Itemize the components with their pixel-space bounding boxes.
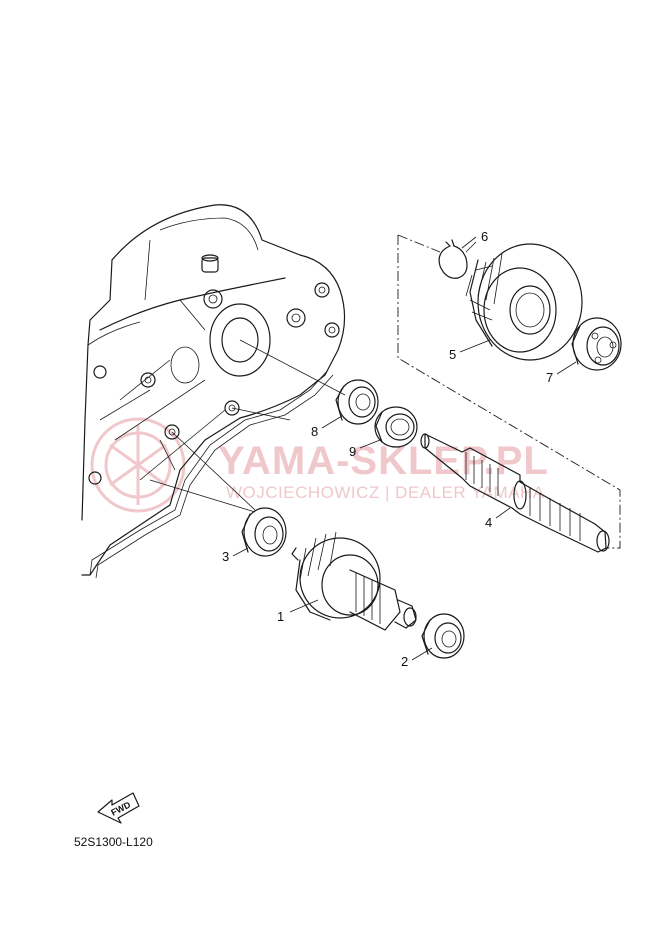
watermark-subtitle: WOJCIECHOWICZ | DEALER YAMAHA bbox=[226, 483, 545, 502]
gasket bbox=[89, 369, 334, 579]
callout-3: 3 bbox=[222, 549, 229, 564]
callout-8: 8 bbox=[311, 424, 318, 439]
callout-4: 4 bbox=[485, 515, 492, 530]
callout-7: 7 bbox=[546, 370, 553, 385]
callout-2: 2 bbox=[401, 654, 408, 669]
diagram-code: 52S1300-L120 bbox=[74, 835, 153, 849]
drive-axle-part bbox=[420, 433, 610, 553]
callout-1: 1 bbox=[277, 609, 284, 624]
callout-leaders bbox=[232, 236, 577, 661]
callout-5: 5 bbox=[449, 347, 456, 362]
callout-9: 9 bbox=[349, 444, 356, 459]
fwd-arrow-icon: FWD bbox=[97, 792, 140, 824]
bearing-2-part bbox=[421, 613, 465, 659]
bearing-7-part bbox=[571, 317, 622, 371]
watermark: YAMA-SKLEP.PL WOJCIECHOWICZ | DEALER YAM… bbox=[90, 417, 549, 513]
bearing-3-part bbox=[241, 507, 287, 557]
watermark-logo-icon bbox=[90, 417, 186, 513]
callout-6: 6 bbox=[481, 229, 488, 244]
leader-lines bbox=[149, 234, 621, 549]
circlip-part bbox=[438, 239, 477, 279]
oil-seal-9-part bbox=[374, 406, 418, 448]
bearing-8-part bbox=[335, 379, 379, 425]
watermark-title: YAMA-SKLEP.PL bbox=[218, 439, 549, 483]
primary-gear-part bbox=[291, 531, 417, 631]
crankcase-cover bbox=[81, 204, 346, 576]
fwd-label: FWD bbox=[109, 799, 132, 817]
secondary-gear-part bbox=[465, 243, 583, 361]
